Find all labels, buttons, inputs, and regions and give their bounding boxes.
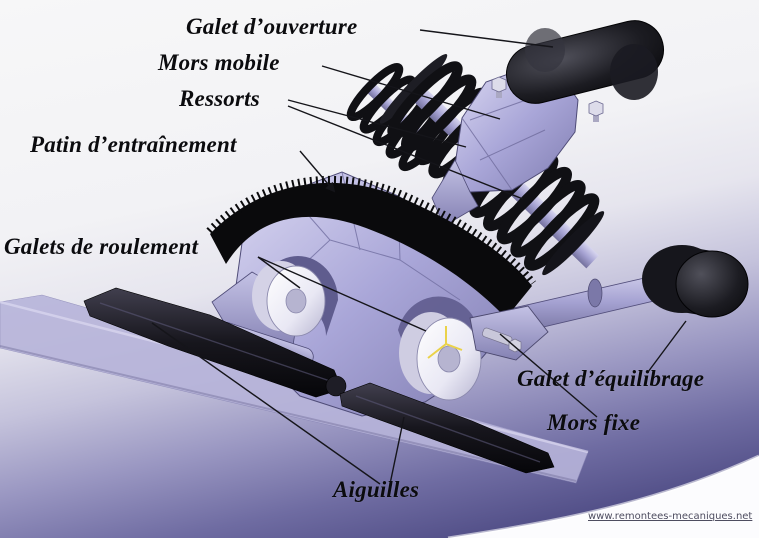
label-ressorts: Ressorts — [179, 86, 260, 111]
leader-mors-mobile — [321, 65, 501, 120]
label-mors-fixe: Mors fixe — [547, 410, 641, 435]
balance-roller — [642, 245, 749, 318]
leader-mors-fixe — [499, 333, 598, 418]
white-swoosh — [447, 454, 759, 538]
leader-galets-roulement-1 — [257, 256, 301, 289]
needle-hinge — [325, 375, 347, 397]
leader-galets-roulement-2 — [257, 256, 427, 332]
leader-galet-ouverture — [419, 29, 554, 48]
leader-ressorts-1 — [287, 99, 467, 148]
leader-aiguilles-2 — [389, 416, 405, 485]
leader-patin — [299, 150, 336, 193]
label-galets-roulement: Galets de roulement — [4, 234, 199, 259]
watermark-url: www.remontees-mecaniques.net — [588, 511, 753, 522]
leader-galet-equilibrage — [647, 320, 687, 373]
leader-lines — [151, 29, 687, 485]
label-galet-ouverture: Galet d’ouverture — [186, 14, 358, 39]
leader-ressorts-2 — [287, 105, 524, 200]
needle-right — [339, 382, 555, 474]
bolt-icons — [491, 76, 604, 122]
manipulator-axis-icon — [427, 326, 463, 359]
opening-roller — [506, 20, 664, 104]
running-roller-left — [252, 261, 326, 337]
drive-pad — [206, 175, 536, 318]
label-aiguilles: Aiguilles — [333, 477, 420, 502]
label-galet-equilibrage: Galet d’équilibrage — [517, 366, 705, 391]
leader-aiguilles-1 — [151, 322, 381, 485]
label-mors-mobile: Mors mobile — [158, 50, 280, 75]
label-patin-entrainement: Patin d’entraînement — [30, 132, 237, 157]
